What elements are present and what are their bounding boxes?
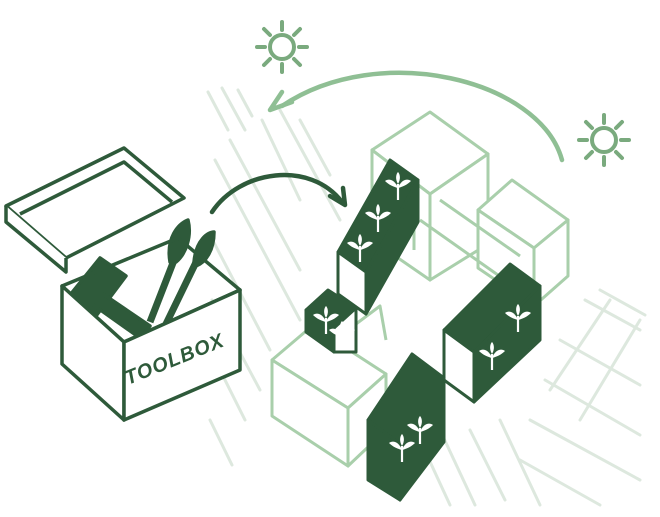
toolbox: TOOLBOX (4, 146, 242, 422)
curved-arrow-icon (209, 172, 348, 215)
sun-icon (577, 113, 631, 167)
sun-icon (255, 20, 309, 74)
curved-arrow-icon (267, 70, 565, 163)
shovel-icon (146, 218, 191, 324)
